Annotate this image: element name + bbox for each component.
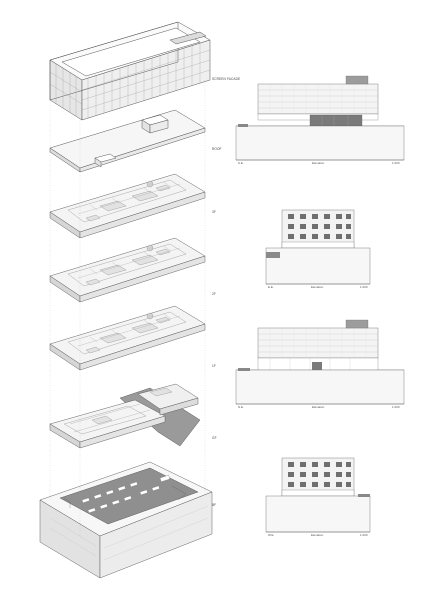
elev-north-right: 1:200 <box>392 405 400 409</box>
elev-east-right: 1:200 <box>360 285 368 289</box>
floor-1f-layer <box>49 305 206 371</box>
floor-bf-layer <box>39 461 213 579</box>
layer-label-1f: 1F <box>212 364 216 368</box>
elev-south-right: 1:200 <box>392 161 400 165</box>
layer-label-bf: BF <box>212 503 217 507</box>
elevation-west <box>265 457 371 533</box>
elev-north-center: Elevation <box>312 405 325 409</box>
elevation-south <box>235 75 405 161</box>
screen-facade-layer <box>49 21 211 121</box>
elevation-east <box>265 209 371 285</box>
floor-3f-layer <box>49 173 206 239</box>
floor-gf-layer <box>49 383 201 449</box>
layer-label-2f: 2F <box>212 292 216 296</box>
layer-label-roof: ROOF <box>212 147 222 151</box>
floor-2f-layer <box>49 237 206 303</box>
elev-west-center: Elevation <box>311 533 324 537</box>
elev-south-left: S.E. <box>238 161 244 165</box>
elevation-north <box>235 319 405 405</box>
elev-south-center: Elevation <box>312 161 325 165</box>
elev-east-center: Elevation <box>311 285 324 289</box>
elev-west-left: W.E. <box>268 533 275 537</box>
layer-label-gf: GF <box>212 436 217 440</box>
layer-label-3f: 3F <box>212 210 216 214</box>
roof-layer <box>49 109 206 173</box>
layer-label-facade: SCREEN FACADE <box>212 77 241 81</box>
alignment-lines <box>49 80 206 536</box>
elev-north-left: N.E. <box>238 405 244 409</box>
elev-east-left: E.E. <box>268 285 274 289</box>
elev-west-right: 1:200 <box>360 533 368 537</box>
